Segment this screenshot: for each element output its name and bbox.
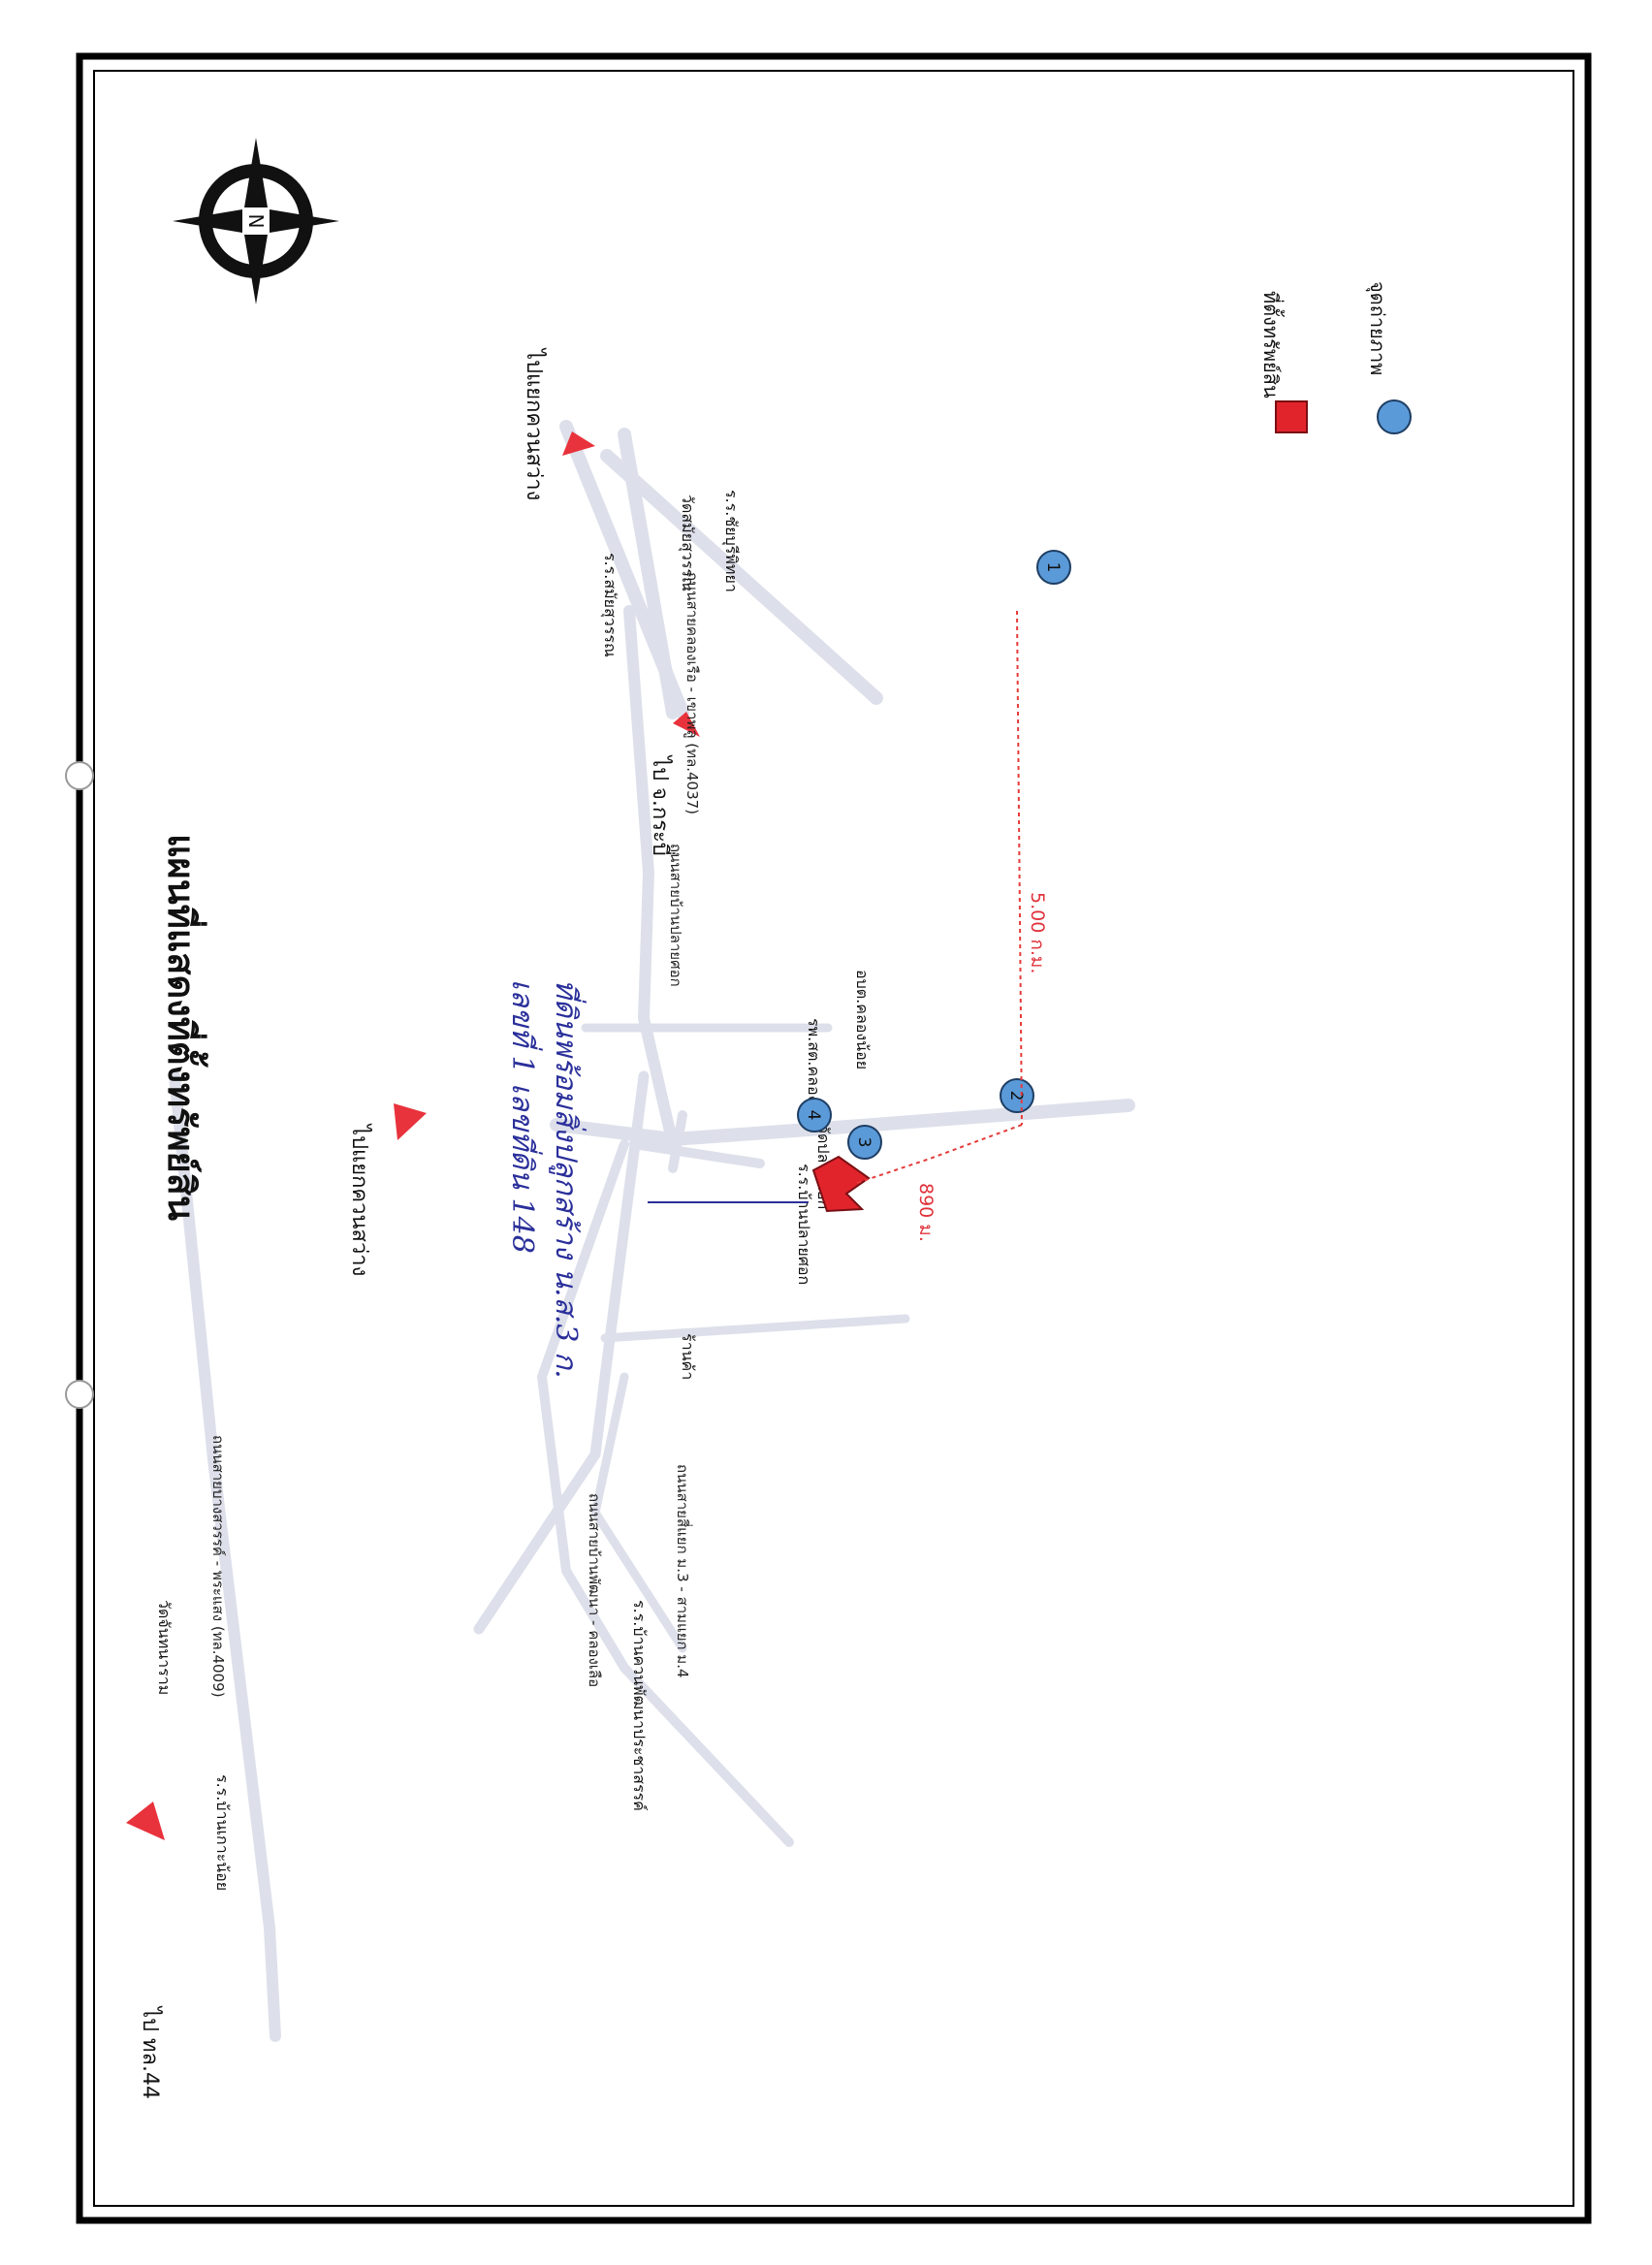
label-to-khuan-sawang-left: ไปแยกควนสว่าง	[347, 1123, 372, 1276]
photo-point-2: 2	[1000, 1078, 1034, 1113]
photo-point-1: 1	[1036, 550, 1071, 585]
photo-point-3: 3	[847, 1125, 882, 1160]
label-to-krabi: ไป จ.กระบี่	[648, 754, 676, 856]
road-branch-4037	[600, 449, 883, 705]
arrow-icon-route44	[126, 1802, 165, 1840]
road-south-1	[536, 1139, 794, 1847]
place-school-chai: ร.ร.ชัยบุรีพิทยา	[721, 490, 741, 592]
route-dotted	[856, 610, 1023, 1184]
svg-text:3: 3	[854, 1137, 874, 1148]
road-label-khlong-ruea: ถนนสายคลองเรือ - เขาพลู (ทล.4037)	[683, 572, 701, 814]
handwritten-line-2: เลขที่ 1 เลขที่ดิน 148	[505, 979, 543, 1254]
property-marker	[811, 1155, 871, 1213]
road-label-plai-sok: ถนนสายบ้านปลายศอก	[667, 844, 684, 987]
place-temple-samai: วัดสมัยสุวรรณ	[678, 494, 697, 591]
road-pattana	[473, 1070, 650, 1635]
road-label-pattana: ถนนสายบ้านพัฒนา - คลองเลือ	[586, 1493, 603, 1687]
distance-5km: 5.00 ก.ม.	[1027, 892, 1048, 973]
north-label: N	[244, 214, 268, 229]
road-label-sam-yaek: ถนนสายสี่แยก ม.3 - สามแยก ม.4	[674, 1464, 693, 1678]
place-school-khuan-pattana: ร.ร.บ้านควนพัฒนาประชาสรรค์	[630, 1600, 649, 1811]
photo-point-4: 4	[797, 1098, 832, 1132]
road-bang-sawan	[169, 1070, 281, 2042]
road-krabi	[559, 420, 689, 719]
road-label-bang-sawan: ถนนสายบางสวรรค์ - พระแสง (ทล.4009)	[209, 1435, 227, 1698]
arrow-icon-khuan-sawang-left	[394, 1103, 427, 1140]
place-temple-chanthanaram: วัดจันทนาราม	[155, 1600, 174, 1695]
north-arrow-icon: N	[173, 138, 339, 304]
label-to-route44: ไป ทล.44	[138, 2005, 163, 2099]
direction-arrows	[126, 431, 700, 1840]
handwritten-note: ที่ดินพร้อมสิ่งปลูกสร้าง น.ส.3 ก. เลขที่…	[505, 979, 809, 1379]
road-khuan	[629, 1139, 765, 1168]
legend-property-label: ที่ตั้งทรัพย์สิน	[1259, 291, 1285, 399]
label-to-khuan-sawang-right: ไปแยกควนสว่าง	[522, 347, 547, 500]
road-south-2	[590, 1372, 687, 1653]
road-network	[169, 428, 1135, 2042]
arrow-icon-krabi	[673, 712, 700, 737]
place-shop: ร้านค้า	[679, 1333, 697, 1380]
legend-property-icon	[1275, 400, 1308, 433]
place-school-plai-sok: ร.ร.บ้านปลายศอก	[795, 1164, 813, 1285]
svg-text:1: 1	[1043, 562, 1063, 573]
place-labels: ร.ร.บ้านเกาะน้อย วัดจันทนาราม ร.ร.บ้านคว…	[155, 490, 872, 1891]
place-school-samai: ร.ร.สมัยสุวรรณ	[600, 553, 620, 657]
arrow-icon-khuan-sawang-right	[562, 431, 595, 456]
road-segment-w	[668, 1110, 687, 1173]
svg-text:4: 4	[804, 1110, 823, 1121]
legend: ที่ตั้งทรัพย์สิน จุดถ่ายภาพ	[1259, 281, 1412, 434]
legend-photo-icon	[1377, 399, 1412, 434]
road-shop	[600, 1314, 910, 1343]
map-frame	[65, 52, 1592, 2224]
road-plai-sok	[623, 605, 679, 1150]
place-obt: อบต.คลองน้อย	[853, 970, 872, 1069]
place-school-ban-ko-noi: ร.ร.บ้านเกาะน้อย	[213, 1774, 232, 1891]
map-title: แผนที่แสดงที่ตั้งทรัพย์สิน	[160, 834, 208, 1221]
svg-text:2: 2	[1006, 1091, 1026, 1101]
handwritten-line-1: ที่ดินพร้อมสิ่งปลูกสร้าง น.ส.3 ก.	[549, 979, 587, 1379]
road-main-ew	[550, 1099, 1135, 1147]
legend-photo-label: จุดถ่ายภาพ	[1365, 281, 1389, 375]
distance-890m: 890 ม.	[915, 1183, 937, 1242]
